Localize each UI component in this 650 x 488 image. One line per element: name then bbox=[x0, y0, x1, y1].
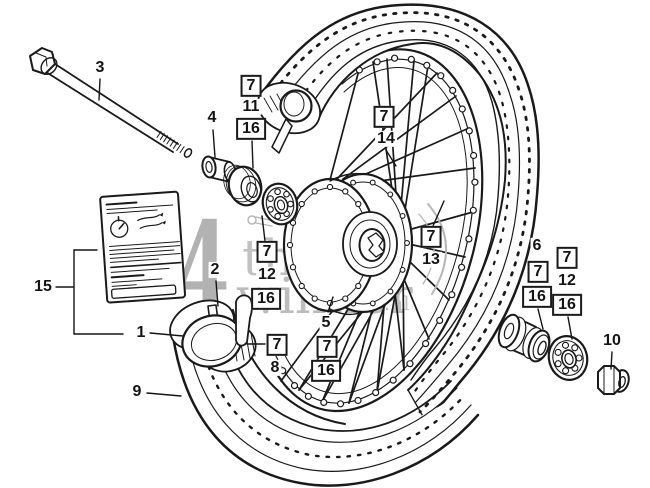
spoke bbox=[376, 279, 399, 393]
spoke bbox=[407, 211, 474, 231]
spoke-nipple bbox=[354, 396, 362, 405]
spoke-nipple bbox=[471, 178, 479, 186]
spoke-nipple bbox=[336, 400, 345, 408]
spoke bbox=[408, 243, 466, 258]
spoke bbox=[405, 257, 450, 301]
spoke-nipple bbox=[373, 58, 381, 66]
tire-cut-face-top bbox=[257, 81, 321, 154]
spoke-nipple bbox=[423, 61, 431, 69]
spoke bbox=[349, 127, 470, 182]
spoke-nipple bbox=[422, 340, 430, 348]
leader-line bbox=[215, 280, 219, 307]
callout-leader-lines bbox=[55, 78, 613, 397]
dust-seal bbox=[223, 164, 263, 207]
spoke bbox=[400, 59, 415, 207]
spoke bbox=[298, 305, 351, 391]
spoke bbox=[386, 58, 397, 195]
spoke bbox=[329, 69, 360, 181]
axle-nut bbox=[597, 365, 630, 395]
spoke-nipple bbox=[391, 54, 399, 62]
spoke bbox=[321, 305, 363, 403]
leader-line bbox=[146, 392, 182, 397]
spoke bbox=[342, 95, 457, 180]
spoke bbox=[403, 65, 429, 217]
spoke-nipple bbox=[436, 316, 444, 324]
leader-line bbox=[567, 316, 573, 340]
leader-line bbox=[251, 140, 254, 169]
leader-line bbox=[537, 308, 544, 330]
caution-label-sticker bbox=[99, 190, 187, 304]
spoke-nipples bbox=[279, 54, 479, 408]
leader-line bbox=[149, 332, 184, 337]
spoke-nipple bbox=[470, 151, 478, 160]
spoke bbox=[321, 298, 381, 403]
spoke bbox=[393, 283, 405, 371]
spokes bbox=[280, 58, 476, 404]
spoke-nipple bbox=[279, 367, 287, 375]
leader-line bbox=[261, 215, 266, 242]
spoke-nipple bbox=[372, 389, 380, 397]
leader-line bbox=[610, 351, 613, 370]
spoke-nipple bbox=[469, 206, 477, 214]
spoke-nipple bbox=[320, 398, 328, 406]
spoke-nipple bbox=[290, 382, 299, 390]
front-tire bbox=[257, 3, 540, 422]
spoke bbox=[348, 290, 391, 404]
wheel-bearing-right bbox=[547, 335, 589, 381]
wheel-bearing-left bbox=[261, 182, 299, 226]
inner-tube bbox=[181, 294, 257, 373]
spoke bbox=[400, 271, 430, 340]
leader-line bbox=[385, 149, 397, 167]
front-axle-bolt bbox=[29, 47, 193, 158]
spoke-nipple bbox=[458, 105, 466, 113]
rim-band-tab bbox=[235, 294, 253, 347]
spoke-nipple bbox=[406, 360, 414, 368]
front-hub bbox=[282, 172, 414, 316]
leader-line bbox=[98, 78, 101, 101]
leader-line bbox=[327, 296, 334, 313]
side-collar bbox=[497, 313, 551, 363]
spoke-nipple bbox=[465, 235, 473, 243]
leader-line bbox=[432, 200, 445, 227]
leader-line bbox=[212, 129, 216, 158]
spoke-nipple bbox=[465, 127, 473, 135]
spoke-nipple bbox=[449, 86, 457, 95]
spoke bbox=[280, 301, 340, 382]
spoke-nipple bbox=[448, 291, 456, 299]
spoke-nipple bbox=[437, 72, 445, 80]
spoke-nipple bbox=[389, 376, 397, 384]
spoke bbox=[348, 301, 375, 404]
arrows-icon bbox=[137, 214, 163, 229]
inner-tube-end-top bbox=[271, 89, 313, 154]
spoke-nipple bbox=[407, 55, 415, 64]
spoke-nipple bbox=[304, 392, 312, 400]
spoke-nipple bbox=[458, 263, 466, 271]
